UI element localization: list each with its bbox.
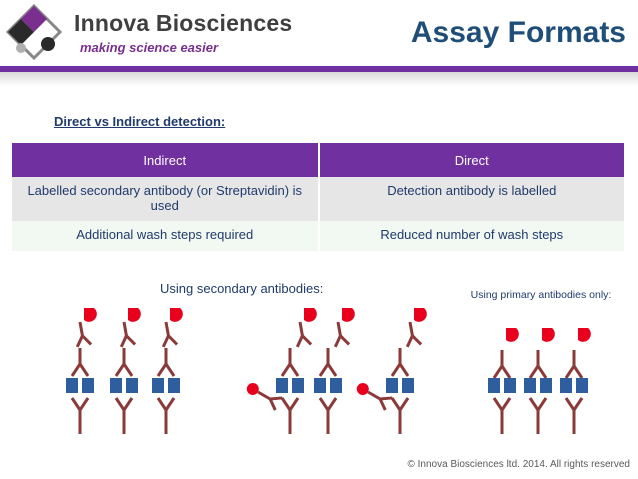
column-header-indirect: Indirect xyxy=(12,143,320,177)
assay-diagram xyxy=(66,308,591,436)
brand-tagline: making science easier xyxy=(80,40,219,55)
caption-primary-antibodies: Using primary antibodies only: xyxy=(470,289,612,301)
comparison-table: Indirect Direct Labelled secondary antib… xyxy=(12,143,626,251)
table-cell: Detection antibody is labelled xyxy=(318,177,626,221)
table-cell: Additional wash steps required xyxy=(12,221,320,251)
section-label: Direct vs Indirect detection: xyxy=(54,114,226,129)
innova-logo-icon xyxy=(5,4,63,61)
slide-title: Assay Formats xyxy=(410,16,626,49)
header-shadow xyxy=(0,72,638,86)
brand-name: Innova Biosciences xyxy=(74,10,293,36)
table-row: Additional wash steps required Reduced n… xyxy=(12,221,626,251)
indirect-assay-group xyxy=(66,308,183,436)
column-header-direct: Direct xyxy=(318,143,626,177)
table-row: Labelled secondary antibody (or Streptav… xyxy=(12,177,626,221)
copyright-footer: © Innova Biosciences ltd. 2014. All righ… xyxy=(407,459,631,470)
header-divider xyxy=(0,66,638,72)
direct-assay-group xyxy=(488,328,591,436)
slide-header: Innova Biosciences making science easier… xyxy=(0,0,638,86)
table-cell: Reduced number of wash steps xyxy=(318,221,626,251)
indirect-wash-group xyxy=(246,308,427,436)
table-cell: Labelled secondary antibody (or Streptav… xyxy=(12,177,320,221)
caption-secondary-antibodies: Using secondary antibodies: xyxy=(160,281,324,296)
